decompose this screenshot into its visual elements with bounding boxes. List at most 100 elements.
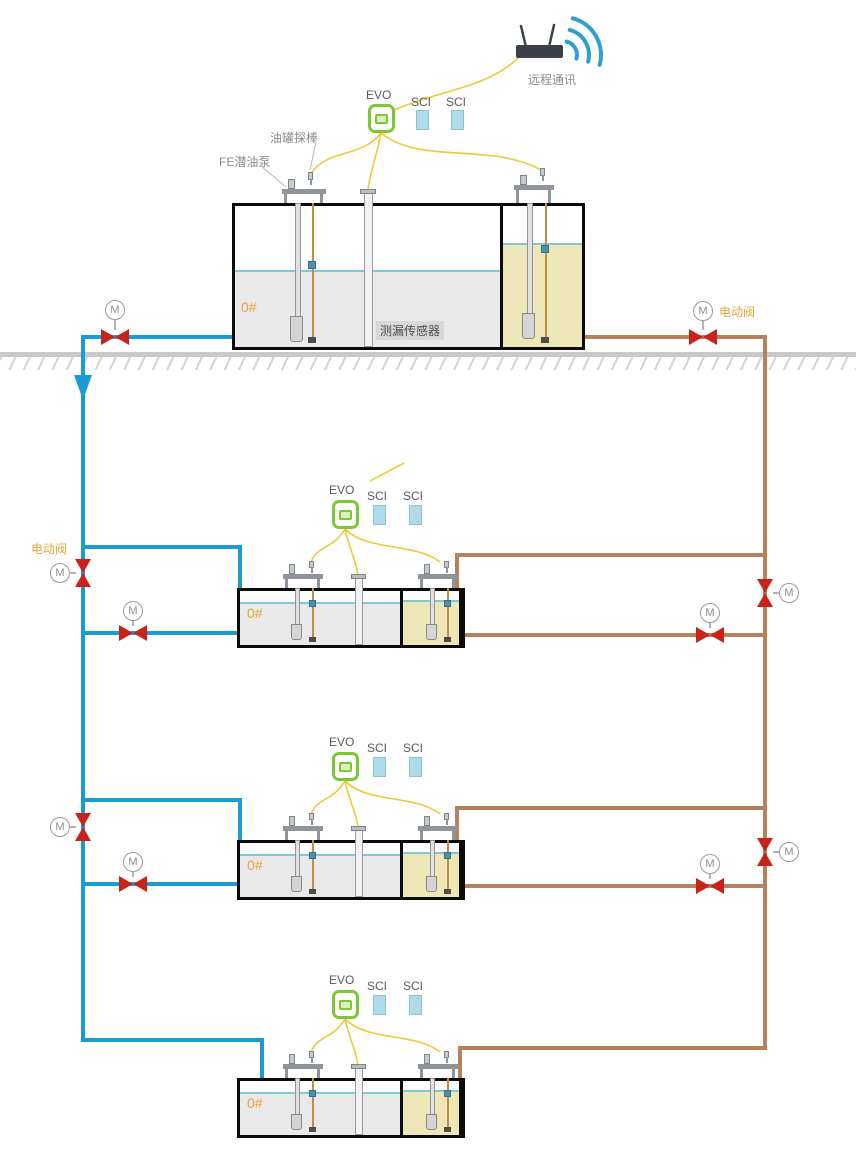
- tank-liquid: [240, 602, 400, 645]
- sci-module: [409, 505, 422, 525]
- pump-column: [527, 203, 533, 315]
- fuel-compartment: [500, 203, 585, 350]
- probe-connector: [444, 852, 451, 859]
- motor-indicator: M: [123, 601, 143, 621]
- grade-label: 0#: [241, 299, 257, 315]
- probe-connector: [309, 600, 316, 607]
- router-antenna: [519, 24, 528, 49]
- probe-connector: [444, 1090, 451, 1097]
- evo-label: EVO: [366, 88, 392, 102]
- probe-head: [309, 561, 314, 573]
- electric-valve-label: 电动阀: [31, 542, 68, 556]
- evo-probe-wire: [344, 1018, 441, 1053]
- motor-indicator: M: [779, 583, 799, 603]
- pump-column: [295, 1078, 300, 1116]
- motor-valve: [696, 627, 724, 643]
- motor-valve: [101, 329, 129, 345]
- probe-cable: [312, 840, 314, 892]
- pump-column: [295, 840, 300, 878]
- pump-fitting: [520, 175, 527, 185]
- probe-foot: [444, 1127, 451, 1132]
- pump-assembly: [283, 1051, 323, 1133]
- probe-connector: [309, 852, 316, 859]
- pump-column: [430, 840, 435, 878]
- leak-sensor-tube: [355, 830, 363, 897]
- motor-indicator: M: [693, 301, 713, 321]
- leak-sensor-tube: [355, 1068, 363, 1135]
- motor-valve: [696, 878, 724, 894]
- manhole-flange: [283, 826, 323, 840]
- probe-cable: [447, 588, 449, 640]
- blue-supply-branch: [83, 798, 242, 840]
- probe-cable: [312, 203, 314, 340]
- flow-arrow-icon: [74, 375, 92, 400]
- leak-sensor-tube: [364, 193, 373, 347]
- pump-column: [295, 588, 300, 626]
- sci-label: SCI: [403, 979, 424, 993]
- motor-indicator: M: [123, 852, 143, 872]
- router-antenna: [547, 23, 556, 49]
- pump-fitting: [424, 1054, 430, 1064]
- pump-body: [291, 1114, 302, 1130]
- motor-indicator: M: [50, 817, 70, 837]
- pump-fitting: [424, 564, 430, 574]
- pump-assembly: [283, 561, 323, 643]
- sci-label: SCI: [367, 979, 388, 993]
- probe-connector: [444, 600, 451, 607]
- manhole-flange: [418, 574, 458, 588]
- sci-module: [409, 995, 422, 1015]
- remote-comm-label: 远程通讯: [528, 73, 577, 87]
- brown-return-branch: [455, 806, 765, 840]
- probe-cable: [545, 203, 547, 340]
- sci-module: [373, 505, 386, 525]
- tank-probe-label: 油罐探棒: [270, 131, 319, 145]
- sci-module: [451, 110, 464, 130]
- grade-label: 0#: [247, 605, 263, 621]
- pump-fitting: [424, 816, 430, 826]
- evo-label: EVO: [329, 973, 355, 987]
- evo-sensor-wire: [344, 780, 359, 828]
- sensor-tube-cap: [360, 189, 376, 194]
- pump-fitting: [289, 564, 295, 574]
- router-device: [516, 45, 563, 58]
- pump-assembly: [418, 561, 458, 643]
- sci-label: SCI: [411, 95, 432, 109]
- evo-sensor-wire: [367, 132, 382, 191]
- probe-head: [308, 172, 313, 185]
- grade-label: 0#: [247, 857, 263, 873]
- probe-cable: [447, 1078, 449, 1130]
- motor-valve: [757, 579, 773, 607]
- probe-head: [309, 1051, 314, 1063]
- probe-foot: [309, 1127, 316, 1132]
- pump-body: [426, 1114, 437, 1130]
- leader-line: [309, 141, 317, 171]
- pump-assembly: [283, 813, 323, 895]
- motor-valve: [119, 625, 147, 641]
- annotation-line: [369, 462, 405, 482]
- ground-hatching: [0, 357, 856, 370]
- sci-label: SCI: [367, 489, 388, 503]
- pump-body: [291, 876, 302, 892]
- fe-pump-label: FE潜油泵: [219, 155, 271, 169]
- pump-column: [430, 1078, 435, 1116]
- motor-indicator: M: [700, 854, 720, 874]
- probe-head: [444, 561, 449, 573]
- evo-sensor-wire: [344, 528, 359, 576]
- pump-fitting: [288, 179, 295, 189]
- probe-head: [444, 1051, 449, 1063]
- motor-valve: [75, 559, 91, 587]
- motor-indicator: M: [779, 842, 799, 862]
- sci-label: SCI: [367, 741, 388, 755]
- pump-assembly: [282, 172, 326, 344]
- pump-body: [426, 624, 437, 640]
- grade-label: 0#: [247, 1095, 263, 1111]
- evo-probe-wire: [380, 132, 542, 171]
- pump-body: [290, 316, 303, 342]
- probe-foot: [308, 337, 316, 343]
- probe-cable: [312, 588, 314, 640]
- motor-indicator: M: [105, 300, 125, 320]
- probe-head: [540, 168, 545, 181]
- evo-console: [368, 104, 395, 133]
- probe-connector: [308, 261, 316, 269]
- evo-screen: [375, 113, 388, 124]
